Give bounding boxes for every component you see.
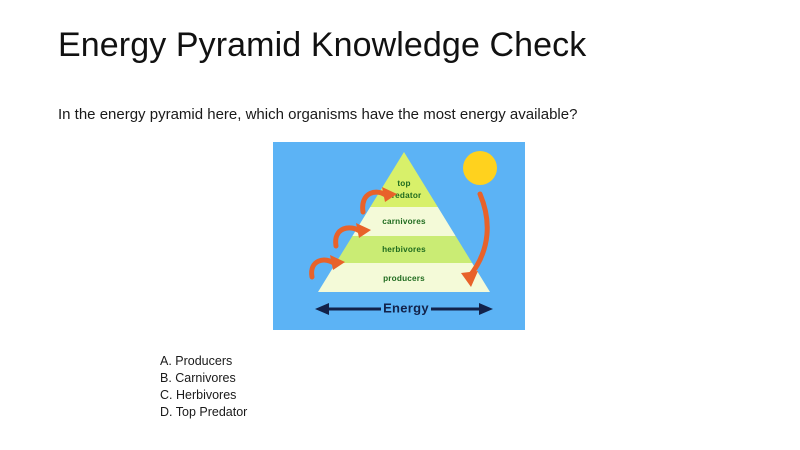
energy-flow-arrow-icon-2 bbox=[333, 223, 371, 249]
tier-label-herbivores: herbivores bbox=[382, 245, 426, 254]
answer-option-d[interactable]: D. Top Predator bbox=[160, 405, 248, 419]
energy-axis-label: Energy bbox=[383, 300, 429, 315]
sun-icon bbox=[463, 151, 497, 185]
answer-options-list: A. Producers B. Carnivores C. Herbivores… bbox=[160, 353, 247, 421]
answer-option-b[interactable]: B. Carnivores bbox=[160, 371, 236, 385]
question-prompt: In the energy pyramid here, which organi… bbox=[58, 106, 578, 123]
tier-label-carnivores: carnivores bbox=[382, 217, 426, 226]
energy-flow-arrow-icon-3 bbox=[360, 187, 397, 215]
energy-flow-arrow-icon-1 bbox=[309, 255, 345, 280]
sunlight-curved-arrow-icon bbox=[461, 191, 490, 287]
answer-option-c[interactable]: C. Herbivores bbox=[160, 388, 237, 402]
answer-option-a[interactable]: A. Producers bbox=[160, 354, 233, 368]
tier-producers bbox=[318, 263, 490, 292]
tier-label-top-predator-line2: predator bbox=[387, 191, 422, 200]
energy-axis-double-arrow-icon bbox=[315, 303, 493, 315]
tier-label-top-predator-line1: top bbox=[397, 179, 410, 188]
page-title: Energy Pyramid Knowledge Check bbox=[58, 26, 587, 64]
tier-label-producers: producers bbox=[383, 274, 425, 283]
energy-pyramid-figure: top predator carnivores herbivores produ… bbox=[273, 142, 525, 330]
